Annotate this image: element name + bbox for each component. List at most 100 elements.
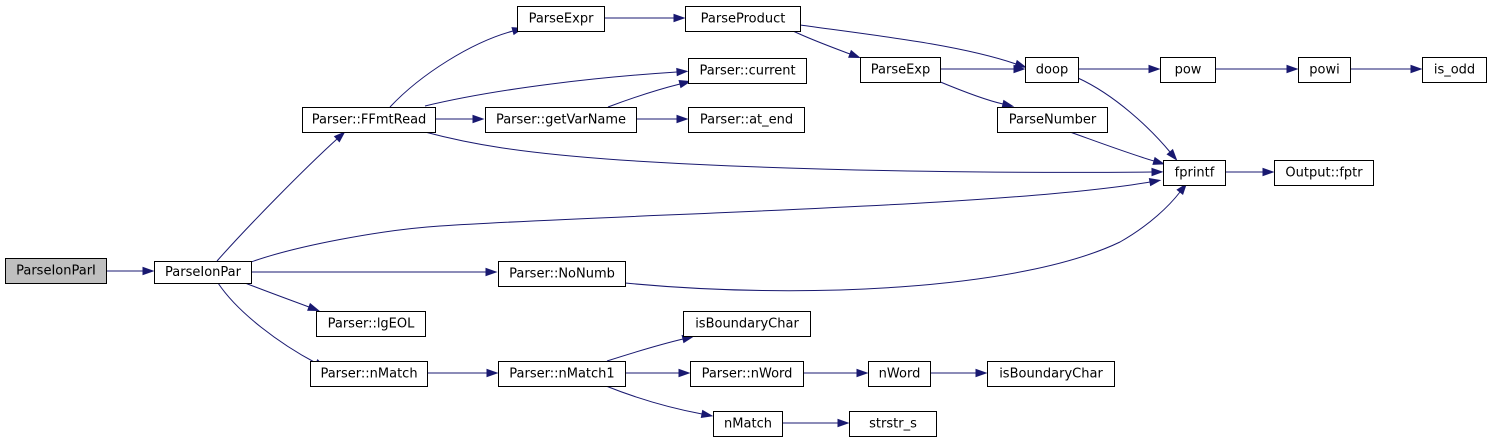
node-strstr_s[interactable]: strstr_s [849,411,937,437]
edge-ParseExpr-to-ParseProduct [604,13,686,23]
edge-line [1069,131,1155,162]
node-box [713,411,783,437]
edge-line [424,71,678,107]
node-label: pow [1175,63,1202,78]
node-box [1163,160,1226,186]
arrowhead-icon [1148,64,1161,74]
edge-line [424,131,1153,173]
node-lgEOL[interactable]: Parser::lgEOL [316,311,426,337]
node-ParseExp[interactable]: ParseExp [860,57,941,83]
node-label: Parser::FFmtRead [312,113,427,128]
arrowhead-icon [1286,64,1299,74]
node-ParserCurrent[interactable]: Parser::current [688,58,807,84]
edge-pow-to-powi [1215,64,1299,74]
node-label: isBoundaryChar [999,367,1103,382]
node-box [688,58,807,84]
node-label: Parser::NoNumb [509,267,615,282]
node-NoNumb[interactable]: Parser::NoNumb [498,261,626,287]
node-label: Parser::current [699,64,795,79]
node-label: fprintf [1175,166,1215,181]
node-label: isBoundaryChar [695,317,799,332]
node-ParseExpr[interactable]: ParseExpr [517,6,605,32]
node-NMatch1[interactable]: Parser::nMatch1 [498,361,626,387]
edge-FFmtRead-to-ParseExpr [389,27,525,108]
node-is_odd[interactable]: is_odd [1422,57,1487,83]
edge-ParseIonPar-to-NoNumb [251,267,498,277]
node-FFmtRead[interactable]: Parser::FFmtRead [302,107,436,133]
edge-ParseIonPar-to-fprintf [250,177,1162,263]
arrowhead-icon [676,67,689,77]
node-box [517,6,605,32]
node-box [310,361,428,387]
edge-line [1077,77,1171,153]
node-nWord[interactable]: nWord [868,361,931,387]
node-IsBoundary1[interactable]: isBoundaryChar [683,311,811,337]
node-ParseProduct[interactable]: ParseProduct [685,6,801,32]
node-AtEnd[interactable]: Parser::at_end [688,107,805,133]
node-label: is_odd [1434,63,1475,78]
node-ParserNWord[interactable]: Parser::nWord [690,361,804,387]
arrowhead-icon [142,266,155,276]
arrowhead-icon [486,368,499,378]
edge-powi-to-is_odd [1350,64,1423,74]
edge-line [624,191,1181,292]
edge-ParseIonPar-to-lgEOL [244,282,320,311]
node-label: ParseExp [871,63,931,78]
node-box [688,107,805,133]
node-pow[interactable]: pow [1160,57,1216,83]
node-label: nMatch [724,417,772,432]
arrowhead-icon [678,368,691,378]
edge-ParseNumber-to-fprintf [1069,131,1166,165]
node-box [1274,160,1374,186]
node-ParserNMatch[interactable]: Parser::nMatch [310,361,428,387]
node-box [1160,57,1216,83]
node-label: Parser::at_end [700,113,793,128]
node-doop[interactable]: doop [1025,57,1079,83]
arrowhead-icon [1148,177,1162,187]
edge-nMatch-to-strstr_s [782,418,850,428]
edge-GetVarName-to-ParserCurrent [607,80,692,108]
edge-NMatch1-to-IsBoundary1 [606,335,695,362]
edge-FFmtRead-to-GetVarName [435,114,485,124]
node-box [868,361,931,387]
node-GetVarName[interactable]: Parser::getVarName [485,107,637,133]
node-box [498,261,626,287]
edges-layer [106,13,1423,428]
node-box [685,6,801,32]
arrowhead-icon [673,13,686,23]
node-label: Parser::nMatch [320,367,417,382]
edge-fprintf-to-OutputFptr [1225,167,1275,177]
node-IsBoundary2[interactable]: isBoundaryChar [987,361,1115,387]
node-label: nWord [879,367,921,382]
node-box [1025,57,1079,83]
edge-line [607,83,681,108]
arrowhead-icon [856,368,869,378]
arrowhead-icon [848,49,861,59]
arrowhead-icon [485,267,498,277]
edge-nWord-to-IsBoundary2 [930,368,988,378]
arrowhead-icon [307,302,320,311]
arrowhead-icon [1410,64,1423,74]
edge-line [792,30,851,55]
node-box [860,57,941,83]
edge-line [937,80,1004,105]
node-OutputFptr[interactable]: Output::fptr [1274,160,1374,186]
node-powi[interactable]: powi [1298,57,1351,83]
node-ParseIonPar[interactable]: ParseIonPar [154,261,252,284]
edge-line [217,282,317,364]
edge-line [799,24,1017,65]
node-box [316,311,426,337]
node-box [997,107,1108,133]
edge-line [216,138,338,262]
node-label: Parser::nMatch1 [509,367,614,382]
node-ParseNumber[interactable]: ParseNumber [997,107,1108,133]
edge-ParseIonPar-to-ParserNMatch [217,282,327,369]
edge-GetVarName-to-AtEnd [636,114,689,124]
node-box [987,361,1115,387]
node-label: Parser::nWord [702,367,793,382]
node-nMatch[interactable]: nMatch [713,411,783,437]
edge-doop-to-fprintf [1077,77,1178,161]
node-box [498,361,626,387]
node-fprintf[interactable]: fprintf [1163,160,1226,186]
